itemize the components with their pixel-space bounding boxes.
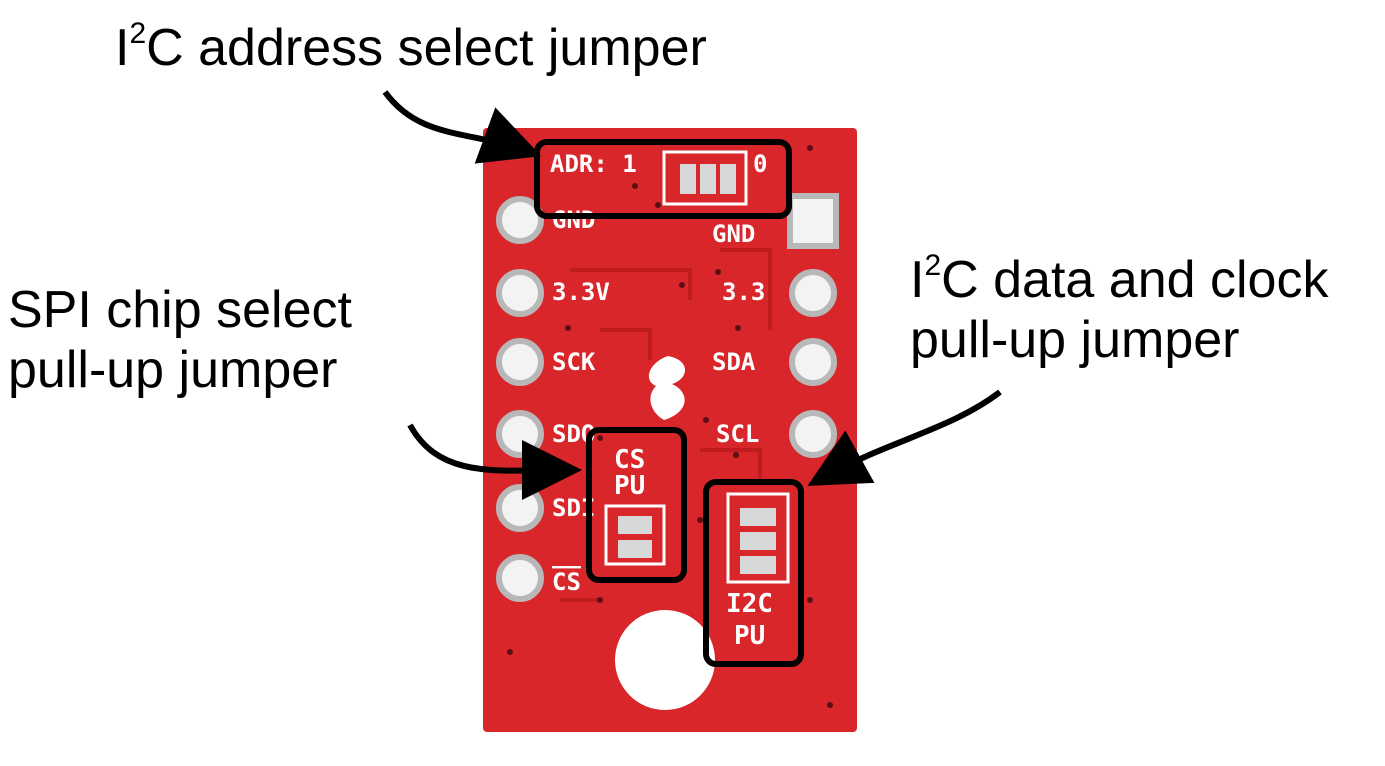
i2c-jumper-highlight [703,479,804,667]
pin-label-sck: SCK [552,348,596,376]
i2c-arrow [807,389,1002,486]
mounting-hole [615,610,715,710]
pcb-traces [560,248,772,602]
cs-jumper-pads [604,504,666,566]
pin-hole [789,269,837,317]
pin-hole [496,554,544,602]
pin-label-right-gnd: GND [712,220,755,248]
pin-label-sda: SDA [712,348,756,376]
address-jumper-callout: I2C address select jumper [115,18,707,78]
pin-hole [789,410,837,458]
callout-superscript: 2 [129,17,147,50]
cs-jumper-highlight [586,427,687,583]
i2c-jumper-label-1: I2C [726,589,773,619]
pin-label-right-3v3: 3.3 [722,278,765,306]
adr-label: ADR: 1 [550,150,637,178]
pin-hole [496,484,544,532]
callout-prefix: I [115,19,130,77]
callout-prefix: I [910,251,925,309]
adr-zero-label: 0 [753,150,767,178]
callout-line-1: SPI chip select [8,281,352,339]
pin-hole [496,196,544,244]
square-pin-pad [787,193,839,249]
pin-hole [496,410,544,458]
flame-logo-icon [648,356,686,420]
i2c-pullup-callout: I2C data and clock pull-up jumper [910,250,1328,370]
address-jumper-pads [662,150,748,206]
spi-arrow [407,423,582,501]
pin-hole [789,338,837,386]
callout-text: C address select jumper [146,19,707,77]
pin-label-left-3v3: 3.3V [552,278,610,306]
pin-label-cs: CS [552,568,581,596]
address-jumper-highlight [534,139,792,219]
cs-jumper-label-2: PU [614,471,645,501]
callout-text: C data and clock [941,251,1329,309]
i2c-jumper-label-2: PU [734,621,765,651]
left-pin-holes [496,196,544,602]
i2c-jumper-pads [726,492,790,584]
callout-line-2: pull-up jumper [910,311,1240,369]
callout-line-2: pull-up jumper [8,341,338,399]
pin-hole [496,338,544,386]
spi-jumper-callout: SPI chip select pull-up jumper [8,280,352,400]
address-arrow [382,90,542,164]
callout-superscript: 2 [924,249,942,282]
pin-label-scl: SCL [716,420,759,448]
pin-hole [496,269,544,317]
pin-label-left-gnd: GND [552,206,595,234]
cs-jumper-label-1: CS [614,445,645,475]
